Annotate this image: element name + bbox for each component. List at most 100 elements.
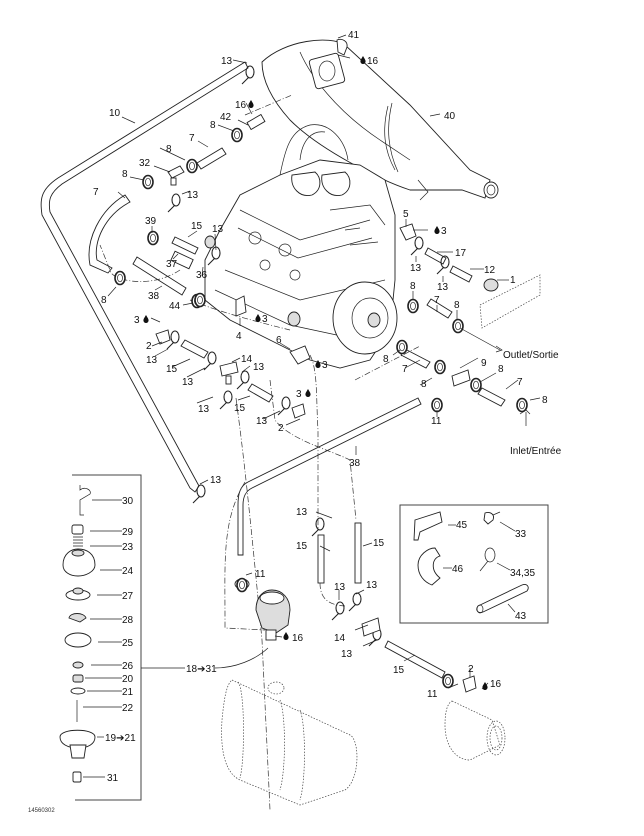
- tie-13: [348, 592, 362, 612]
- callout-11: 11: [431, 416, 442, 427]
- callout-7: 7: [402, 364, 408, 375]
- callout-13: 13: [146, 355, 158, 366]
- callout-15: 15: [393, 665, 405, 676]
- callout-38: 38: [148, 291, 160, 302]
- clamp-8: [516, 397, 528, 413]
- hose-7c: [426, 298, 453, 319]
- callout-38: 38: [349, 458, 361, 469]
- callout-7: 7: [189, 133, 195, 144]
- callout-4: 4: [236, 331, 242, 342]
- callout-18-31: 18➔31: [186, 664, 217, 675]
- callout-13: 13: [366, 580, 378, 591]
- callout-13: 13: [182, 377, 194, 388]
- fitting-9: [451, 369, 471, 387]
- callout-26: 26: [122, 661, 134, 672]
- clamp-36: [194, 292, 206, 308]
- fitting-42: [246, 113, 266, 131]
- callout-8: 8: [383, 354, 389, 365]
- inlet-label: Inlet/Entrée: [510, 446, 562, 457]
- sealant-drop-icon: [305, 389, 311, 397]
- callout-28: 28: [122, 615, 134, 626]
- callout-13: 13: [256, 416, 268, 427]
- tie-13: [167, 193, 181, 213]
- callout-14: 14: [241, 354, 253, 365]
- routing-line: [99, 244, 181, 282]
- fitting-2: [155, 329, 171, 345]
- routing-line: [319, 582, 346, 607]
- callout-2: 2: [146, 341, 152, 352]
- clamp-11: [442, 673, 454, 689]
- fitting-14: [219, 361, 239, 385]
- clamp-11: [431, 397, 443, 413]
- fitting-14: [361, 617, 381, 637]
- hose-7-bent: [88, 194, 131, 274]
- callout-15: 15: [234, 403, 246, 414]
- callout-43: 43: [515, 611, 527, 622]
- hose-17: [424, 247, 447, 265]
- hose-7e: [477, 387, 506, 407]
- fitting-1: [483, 278, 499, 292]
- callout-3: 3: [296, 389, 302, 400]
- callout-13: 13: [334, 582, 346, 593]
- clamp-8: [142, 174, 154, 190]
- fitting-5: [399, 223, 417, 241]
- callout-13: 13: [221, 56, 233, 67]
- clamp-8: [114, 270, 126, 286]
- tie-13: [410, 236, 424, 256]
- callout-7: 7: [434, 295, 440, 306]
- callout-20: 20: [122, 674, 134, 685]
- callout-13: 13: [212, 224, 224, 235]
- callout-44: 44: [169, 301, 181, 312]
- tie-13: [219, 390, 233, 410]
- clamp-8: [186, 158, 198, 174]
- callout-labels: 41 16 13 10 16 42 40 8 7 8 32 8 7 13 39 …: [28, 30, 562, 814]
- callout-42: 42: [220, 112, 232, 123]
- engine: [204, 124, 398, 369]
- callout-34-35: 34,35: [510, 568, 535, 579]
- callout-2: 2: [278, 423, 284, 434]
- callout-13: 13: [437, 282, 449, 293]
- callout-10: 10: [109, 108, 121, 119]
- outlet-label: Outlet/Sortie: [503, 350, 559, 361]
- callout-41: 41: [348, 30, 360, 41]
- callout-3: 3: [441, 226, 447, 237]
- callout-25: 25: [122, 638, 134, 649]
- outlet-pipe: [444, 700, 506, 761]
- callout-2: 2: [468, 664, 474, 675]
- callout-1: 1: [510, 275, 516, 286]
- callout-7: 7: [93, 187, 99, 198]
- clamp-8: [434, 359, 446, 375]
- callout-21: 21: [122, 687, 134, 698]
- callout-9: 9: [481, 358, 487, 369]
- hose-7a: [196, 147, 227, 170]
- clamp-11: [236, 577, 248, 593]
- sealant-drop-icon: [283, 632, 289, 640]
- callout-3: 3: [322, 360, 328, 371]
- callout-7: 7: [517, 377, 523, 388]
- callout-17: 17: [455, 248, 467, 259]
- callout-46: 46: [452, 564, 464, 575]
- tie-13: [331, 601, 345, 621]
- callout-15: 15: [191, 221, 203, 232]
- callout-8: 8: [421, 379, 427, 390]
- callout-15: 15: [166, 364, 178, 375]
- callout-6: 6: [276, 335, 282, 346]
- callout-13: 13: [253, 362, 265, 373]
- leader-lines: [107, 34, 541, 690]
- callout-13: 13: [410, 263, 422, 274]
- fitting-2: [462, 675, 477, 693]
- callout-13: 13: [198, 404, 210, 415]
- callout-5: 5: [403, 209, 409, 220]
- tie-13: [236, 370, 250, 390]
- tie-13: [277, 396, 291, 416]
- clamp-39: [147, 230, 159, 246]
- callout-8: 8: [542, 395, 548, 406]
- sealant-drop-icon: [248, 100, 254, 108]
- callout-15: 15: [296, 541, 308, 552]
- hose-12: [449, 265, 473, 283]
- hose-15a: [171, 236, 199, 255]
- routing-line: [269, 379, 357, 521]
- sealant-drop-icon: [434, 226, 440, 234]
- callout-16: 16: [235, 100, 247, 111]
- callout-16: 16: [292, 633, 304, 644]
